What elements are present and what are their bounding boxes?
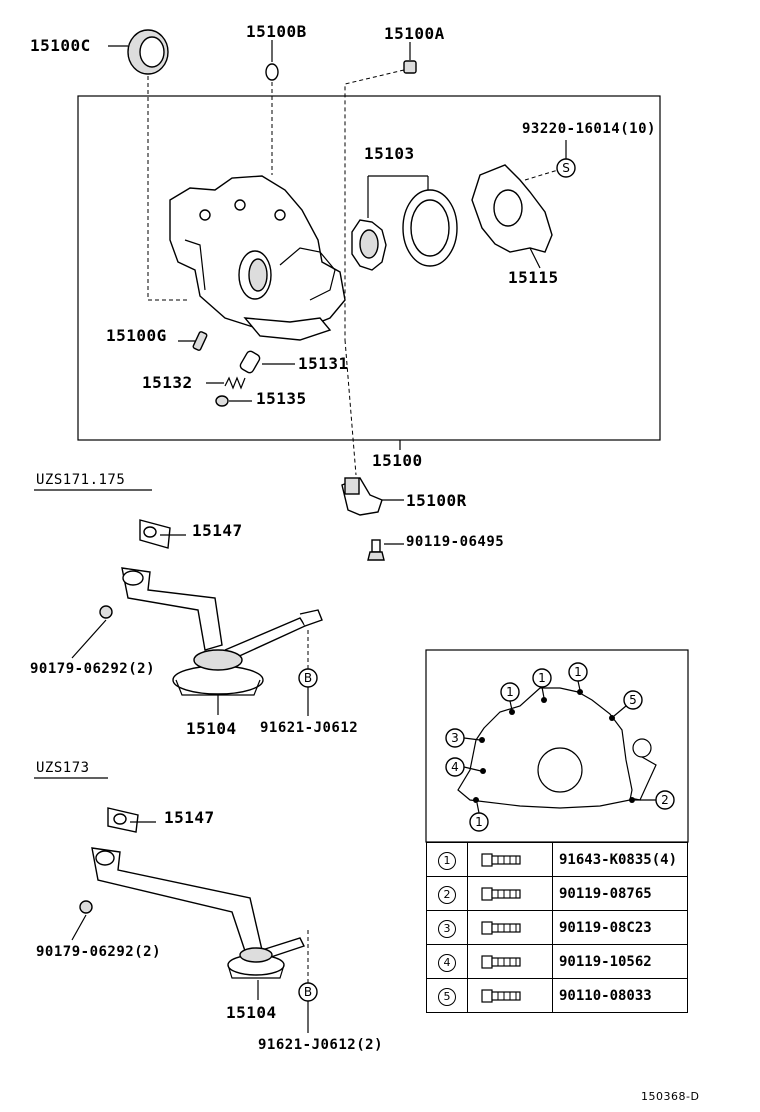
variant-label-b: UZS173 [36, 760, 90, 776]
label-15100b: 15100B [246, 22, 307, 41]
pump-outline-detail [457, 687, 657, 809]
label-90179-a: 90179-06292(2) [30, 661, 156, 677]
bolt-90179-b [79, 900, 93, 914]
callout-num-7: 1 [475, 815, 483, 829]
oil-pump-body [169, 175, 346, 341]
label-15100: 15100 [372, 451, 423, 470]
strainer-15104-a [121, 519, 323, 696]
strainer-15100r [341, 477, 383, 516]
pin-15100a [403, 60, 417, 74]
callout-num-0: 1 [506, 685, 514, 699]
bolt-row: 4 90119-10562 [426, 944, 688, 979]
label-15115: 15115 [508, 268, 559, 287]
callout-num-1: 1 [538, 671, 546, 685]
bolt-part-number: 90119-10562 [552, 944, 688, 979]
marker-letters: S B B [304, 161, 570, 999]
bolt-90119-06495 [367, 539, 385, 561]
bolt-row-number: 4 [438, 954, 456, 972]
label-15104-a: 15104 [186, 719, 237, 738]
label-15104-b: 15104 [226, 1003, 277, 1022]
relief-valve-15131 [239, 350, 261, 374]
bolt-part-number: 90110-08033 [552, 978, 688, 1013]
callout-num-2: 1 [574, 665, 582, 679]
bolt-detail-frame [425, 649, 689, 843]
label-15131: 15131 [298, 354, 349, 373]
callout-num-3: 5 [629, 693, 637, 707]
bolt-90179-a [99, 605, 113, 619]
detail-callout-numbers: 1 1 1 5 3 4 2 1 [451, 665, 669, 829]
label-15100g: 15100G [106, 326, 167, 345]
plug-15135 [215, 395, 229, 407]
drawing-number: 150368-D [641, 1090, 700, 1103]
pin-15100g [192, 331, 208, 351]
marker-s-text: S [562, 161, 570, 175]
marker-b1-text: B [304, 671, 312, 685]
marker-b2-text: B [304, 985, 312, 999]
bolt-row: 3 90119-08C23 [426, 910, 688, 945]
bolt-row: 1 91643-K0835(4) [426, 842, 688, 877]
spring-15132 [224, 376, 246, 390]
label-15100r: 15100R [406, 491, 467, 510]
label-15100c: 15100C [30, 36, 91, 55]
bolt-row-number: 5 [438, 988, 456, 1006]
bolt-icon [481, 852, 521, 867]
label-15100a: 15100A [384, 24, 445, 43]
callout-num-6: 2 [661, 793, 669, 807]
label-91621-b: 91621-J0612(2) [258, 1037, 384, 1053]
outer-rotor-15103 [402, 189, 458, 267]
assembly-frame [77, 95, 661, 441]
bolt-row-number: 2 [438, 886, 456, 904]
label-93220: 93220-16014(10) [522, 121, 656, 137]
label-15135: 15135 [256, 389, 307, 408]
label-15147-b: 15147 [164, 808, 215, 827]
bolt-row: 5 90110-08033 [426, 978, 688, 1013]
bolt-row: 2 90119-08765 [426, 876, 688, 911]
callout-num-4: 3 [451, 731, 459, 745]
label-90119-06495: 90119-06495 [406, 534, 505, 550]
bolt-part-number: 90119-08C23 [552, 910, 688, 945]
bolt-icon [481, 920, 521, 935]
bolt-icon [481, 886, 521, 901]
bolt-part-number: 90119-08765 [552, 876, 688, 911]
label-15103: 15103 [364, 144, 415, 163]
bolt-part-number: 91643-K0835(4) [552, 842, 688, 877]
label-15147-a: 15147 [192, 521, 243, 540]
bolt-icon [481, 988, 521, 1003]
label-91621-a: 91621-J0612 [260, 720, 359, 736]
variant-label-a: UZS171.175 [36, 472, 126, 488]
bolt-icon [481, 954, 521, 969]
detail-callouts [445, 662, 675, 832]
bolt-row-number: 1 [438, 852, 456, 870]
cover-plate-15115 [471, 164, 553, 253]
o-ring-15100b [265, 63, 279, 81]
strainer-15104-b [91, 807, 305, 979]
inner-rotor-15103 [351, 219, 387, 271]
label-90179-b: 90179-06292(2) [36, 944, 162, 960]
oil-seal-15100c [127, 29, 169, 75]
label-15132: 15132 [142, 373, 193, 392]
bolt-row-number: 3 [438, 920, 456, 938]
callout-num-5: 4 [451, 760, 459, 774]
